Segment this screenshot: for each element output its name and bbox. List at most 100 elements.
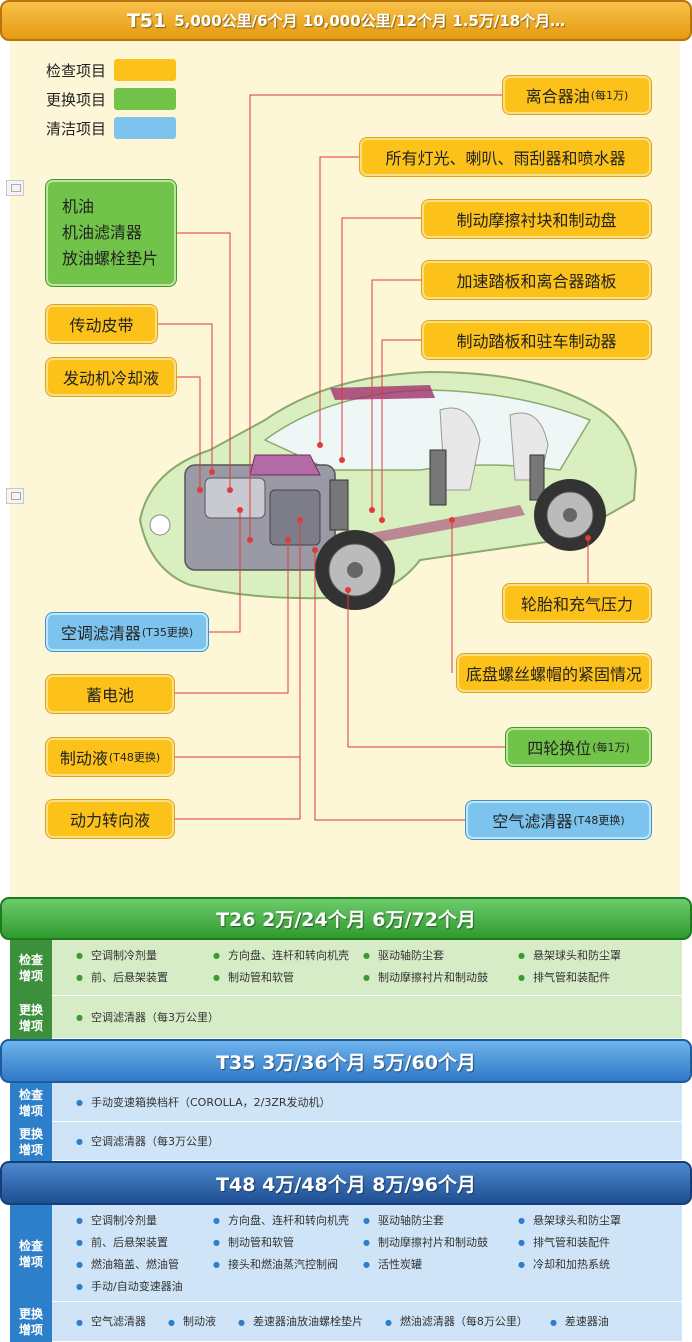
t35-check-tag-line2: 增项	[18, 1103, 43, 1118]
t35-replace-tag: 更换 增项	[10, 1122, 52, 1161]
label-brake-pad-disc-text: 制动摩擦衬块和制动盘	[456, 211, 617, 230]
t35-replace-tag-line1: 更换	[18, 1126, 43, 1141]
label-air-filter-note: (T48更换)	[573, 814, 625, 827]
label-belt: 传动皮带	[46, 305, 157, 343]
label-power-steering: 动力转向液	[46, 800, 174, 838]
t35-check-list: 手动变速箱换档杆（COROLLA，2/3ZR发动机）	[76, 1091, 682, 1113]
label-tire-text: 轮胎和充气压力	[520, 595, 633, 614]
label-brake-pedal-text: 制动踏板和驻车制动器	[456, 332, 617, 351]
label-oil: 机油	[62, 197, 95, 216]
label-air-filter-text: 空气滤清器	[492, 812, 573, 831]
t48-check-tag: 检查 增项	[10, 1205, 52, 1302]
t48-replace-tag: 更换 增项	[10, 1302, 52, 1342]
legend-clean-swatch	[114, 117, 177, 139]
legend-check: 检查项目	[46, 59, 177, 81]
list-item: 燃油滤清器（每8万公里）	[385, 1313, 528, 1329]
list-item: 制动管和软管	[213, 966, 363, 988]
label-pedals-text: 加速踏板和离合器踏板	[456, 272, 617, 291]
list-item: 前、后悬架装置	[76, 1231, 213, 1253]
legend-replace-swatch	[114, 88, 177, 110]
list-item: 差速器油	[550, 1313, 609, 1329]
t48-replace-tag-line1: 更换	[18, 1307, 43, 1321]
label-brake-fluid: 制动液(T48更换)	[46, 738, 174, 776]
list-item: 悬架球头和防尘罩	[518, 944, 655, 966]
label-clutch-oil-note: (每1万)	[590, 89, 629, 102]
label-oil-filter: 机油滤清器	[62, 223, 143, 242]
label-power-steering-text: 动力转向液	[69, 811, 150, 830]
t35-replace-section: 更换 增项 空调滤清器（每3万公里）	[10, 1122, 682, 1161]
list-item: 前、后悬架装置	[76, 966, 213, 988]
label-rotation-text: 四轮换位	[527, 739, 592, 758]
list-item: 制动管和软管	[213, 1231, 363, 1253]
collapse-icon[interactable]	[6, 488, 24, 504]
t26-replace-tag-line1: 更换	[18, 1002, 43, 1017]
list-item: 悬架球头和防尘罩	[518, 1209, 655, 1231]
t35-title: T35 3万/36个月 5万/60个月	[216, 1051, 476, 1074]
t26-check-section: 检查 增项 空调制冷剂量 方向盘、连杆和转向机壳 驱动轴防尘套 悬架球头和防尘罩…	[10, 940, 682, 996]
list-item: 驱动轴防尘套	[363, 1209, 518, 1231]
label-clutch-oil-text: 离合器油	[525, 87, 590, 106]
list-item: 手动/自动变速器油	[76, 1275, 213, 1297]
label-brake-pad-disc: 制动摩擦衬块和制动盘	[422, 200, 651, 238]
t35-replace-tag-line2: 增项	[18, 1142, 43, 1157]
legend-replace-label: 更换项目	[46, 90, 107, 109]
label-ac-filter: 空调滤清器(T35更换)	[46, 613, 208, 651]
t26-check-tag-line1: 检查	[18, 953, 43, 967]
list-item: 冷却和加热系统	[518, 1253, 655, 1275]
list-item: 方向盘、连杆和转向机壳	[213, 944, 363, 966]
t51-title: 5,000公里/6个月 10,000公里/12个月 1.5万/18个月…	[174, 12, 566, 30]
t51-header: T51 5,000公里/6个月 10,000公里/12个月 1.5万/18个月…	[0, 0, 692, 41]
t35-replace-list: 空调滤清器（每3万公里）	[76, 1130, 682, 1152]
label-rotation: 四轮换位(每1万)	[506, 728, 651, 766]
t48-replace-tag-line2: 增项	[18, 1323, 43, 1337]
list-item: 排气管和装配件	[518, 966, 655, 988]
t48-check-tag-line2: 增项	[18, 1254, 43, 1269]
t26-replace-tag: 更换 增项	[10, 996, 52, 1039]
t26-replace-list: 空调滤清器（每3万公里）	[76, 1006, 682, 1028]
list-item: 制动液	[168, 1313, 216, 1329]
t26-header: T26 2万/24个月 6万/72个月	[0, 897, 692, 940]
label-brake-pedal: 制动踏板和驻车制动器	[422, 321, 651, 359]
t48-check-section: 检查 增项 空调制冷剂量 方向盘、连杆和转向机壳 驱动轴防尘套 悬架球头和防尘罩…	[10, 1205, 682, 1302]
list-item: 活性炭罐	[363, 1253, 518, 1275]
label-air-filter: 空气滤清器(T48更换)	[466, 801, 651, 839]
label-battery: 蓄电池	[46, 675, 174, 713]
label-brake-fluid-note: (T48更换)	[108, 751, 161, 764]
list-item: 空调制冷剂量	[76, 1209, 213, 1231]
label-ac-filter-note: (T35更换)	[141, 626, 194, 639]
list-item: 制动摩擦衬片和制动鼓	[363, 1231, 518, 1253]
label-coolant: 发动机冷却液	[46, 358, 176, 396]
legend-check-swatch	[114, 59, 177, 81]
collapse-icon[interactable]	[6, 180, 24, 196]
t48-check-tag-line1: 检查	[18, 1238, 43, 1253]
list-item: 排气管和装配件	[518, 1231, 655, 1253]
label-brake-fluid-text: 制动液	[59, 749, 108, 768]
list-item: 燃油箱盖、燃油管	[76, 1253, 213, 1275]
t51-code: T51	[126, 9, 167, 32]
label-lights: 所有灯光、喇叭、雨刮器和喷水器	[360, 138, 651, 176]
list-item: 方向盘、连杆和转向机壳	[213, 1209, 363, 1231]
list-item: 空气滤清器	[76, 1313, 146, 1329]
t26-check-tag: 检查 增项	[10, 940, 52, 996]
list-item: 手动变速箱换档杆（COROLLA，2/3ZR发动机）	[76, 1091, 476, 1113]
label-lights-text: 所有灯光、喇叭、雨刮器和喷水器	[385, 149, 626, 168]
list-item: 空调滤清器（每3万公里）	[76, 1006, 376, 1028]
t48-replace-section: 更换 增项 空气滤清器 制动液 差速器油放油螺栓垫片 燃油滤清器（每8万公里） …	[10, 1302, 682, 1342]
t35-header: T35 3万/36个月 5万/60个月	[0, 1039, 692, 1083]
t26-check-list: 空调制冷剂量 方向盘、连杆和转向机壳 驱动轴防尘套 悬架球头和防尘罩 前、后悬架…	[76, 944, 682, 988]
list-item: 驱动轴防尘套	[363, 944, 518, 966]
list-item: 制动摩擦衬片和制动鼓	[363, 966, 518, 988]
label-chassis-bolts: 底盘螺丝螺帽的紧固情况	[457, 654, 651, 692]
t48-title: T48 4万/48个月 8万/96个月	[216, 1173, 476, 1196]
label-oil-group: 机油 机油滤清器 放油螺栓垫片	[46, 180, 176, 286]
legend-clean: 清洁项目	[46, 117, 177, 139]
t35-check-section: 检查 增项 手动变速箱换档杆（COROLLA，2/3ZR发动机）	[10, 1083, 682, 1122]
t48-header: T48 4万/48个月 8万/96个月	[0, 1161, 692, 1205]
label-drain-gasket: 放油螺栓垫片	[62, 249, 159, 268]
label-coolant-text: 发动机冷却液	[62, 369, 159, 388]
label-pedals: 加速踏板和离合器踏板	[422, 261, 651, 299]
t35-check-tag-line1: 检查	[18, 1087, 43, 1102]
list-item: 差速器油放油螺栓垫片	[238, 1313, 363, 1329]
list-item: 接头和燃油蒸汽控制阀	[213, 1253, 363, 1275]
t48-check-list: 空调制冷剂量 方向盘、连杆和转向机壳 驱动轴防尘套 悬架球头和防尘罩 前、后悬架…	[76, 1209, 682, 1297]
